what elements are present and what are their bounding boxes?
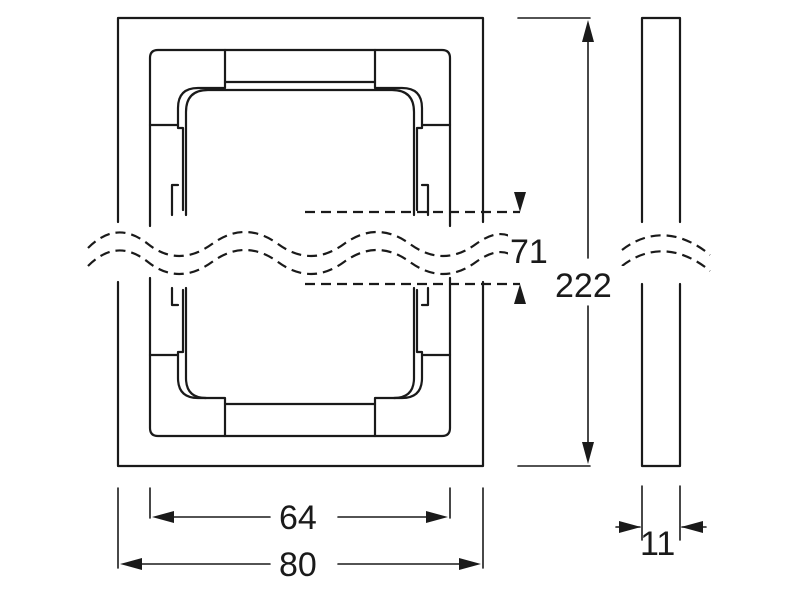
right-step <box>420 183 430 217</box>
opening-top-arrow <box>514 192 526 212</box>
outer-frame-lower <box>116 280 485 468</box>
total-height-dimension: 222 <box>517 17 626 467</box>
label-backdrop-71 <box>508 232 554 268</box>
outer-width-label: 80 <box>279 546 317 584</box>
total-height-label: 222 <box>555 267 612 305</box>
break-line-side-top <box>621 234 711 256</box>
inner-opening-upper <box>184 88 416 217</box>
middle-frame-upper-outer <box>148 48 452 228</box>
inner-opening-lower-right <box>392 286 416 400</box>
side-view <box>640 16 682 468</box>
inner-width-label: 64 <box>279 499 317 537</box>
opening-height-dimension: 71 <box>305 192 554 304</box>
depth-label: 11 <box>640 525 675 563</box>
outer-width-dimension: 80 <box>117 487 484 584</box>
side-view-lower <box>640 282 682 468</box>
opening-bottom-arrow <box>514 284 526 304</box>
outer-width-arrow-left <box>120 558 142 570</box>
middle-frame-lower-inner <box>176 288 424 406</box>
opening-height-label: 71 <box>510 233 548 271</box>
inner-width-arrow-right <box>426 511 448 523</box>
break-lines <box>87 231 711 275</box>
depth-dimension: 11 <box>615 485 707 563</box>
side-view-upper <box>640 16 682 224</box>
left-step-lower <box>170 286 180 307</box>
break-line-side-bottom <box>621 250 711 272</box>
inner-opening-lower <box>184 286 208 400</box>
total-top-arrow <box>582 20 594 42</box>
break-line-top <box>87 231 511 257</box>
front-view-lower <box>116 276 485 468</box>
depth-arrow-left <box>619 521 641 533</box>
right-step-lower <box>420 286 430 307</box>
label-backdrop-222 <box>552 266 626 302</box>
outer-frame-upper <box>116 16 485 224</box>
inner-width-dimension: 64 <box>149 487 451 537</box>
middle-frame-upper-inner <box>176 80 424 212</box>
outer-width-arrow-right <box>459 558 481 570</box>
total-bottom-arrow <box>582 442 594 464</box>
break-line-bottom <box>87 249 511 275</box>
left-step <box>170 183 180 217</box>
front-view-upper <box>116 16 485 228</box>
depth-arrow-right <box>681 521 703 533</box>
middle-frame-lower-outer <box>148 276 452 438</box>
inner-width-arrow-left <box>152 511 174 523</box>
